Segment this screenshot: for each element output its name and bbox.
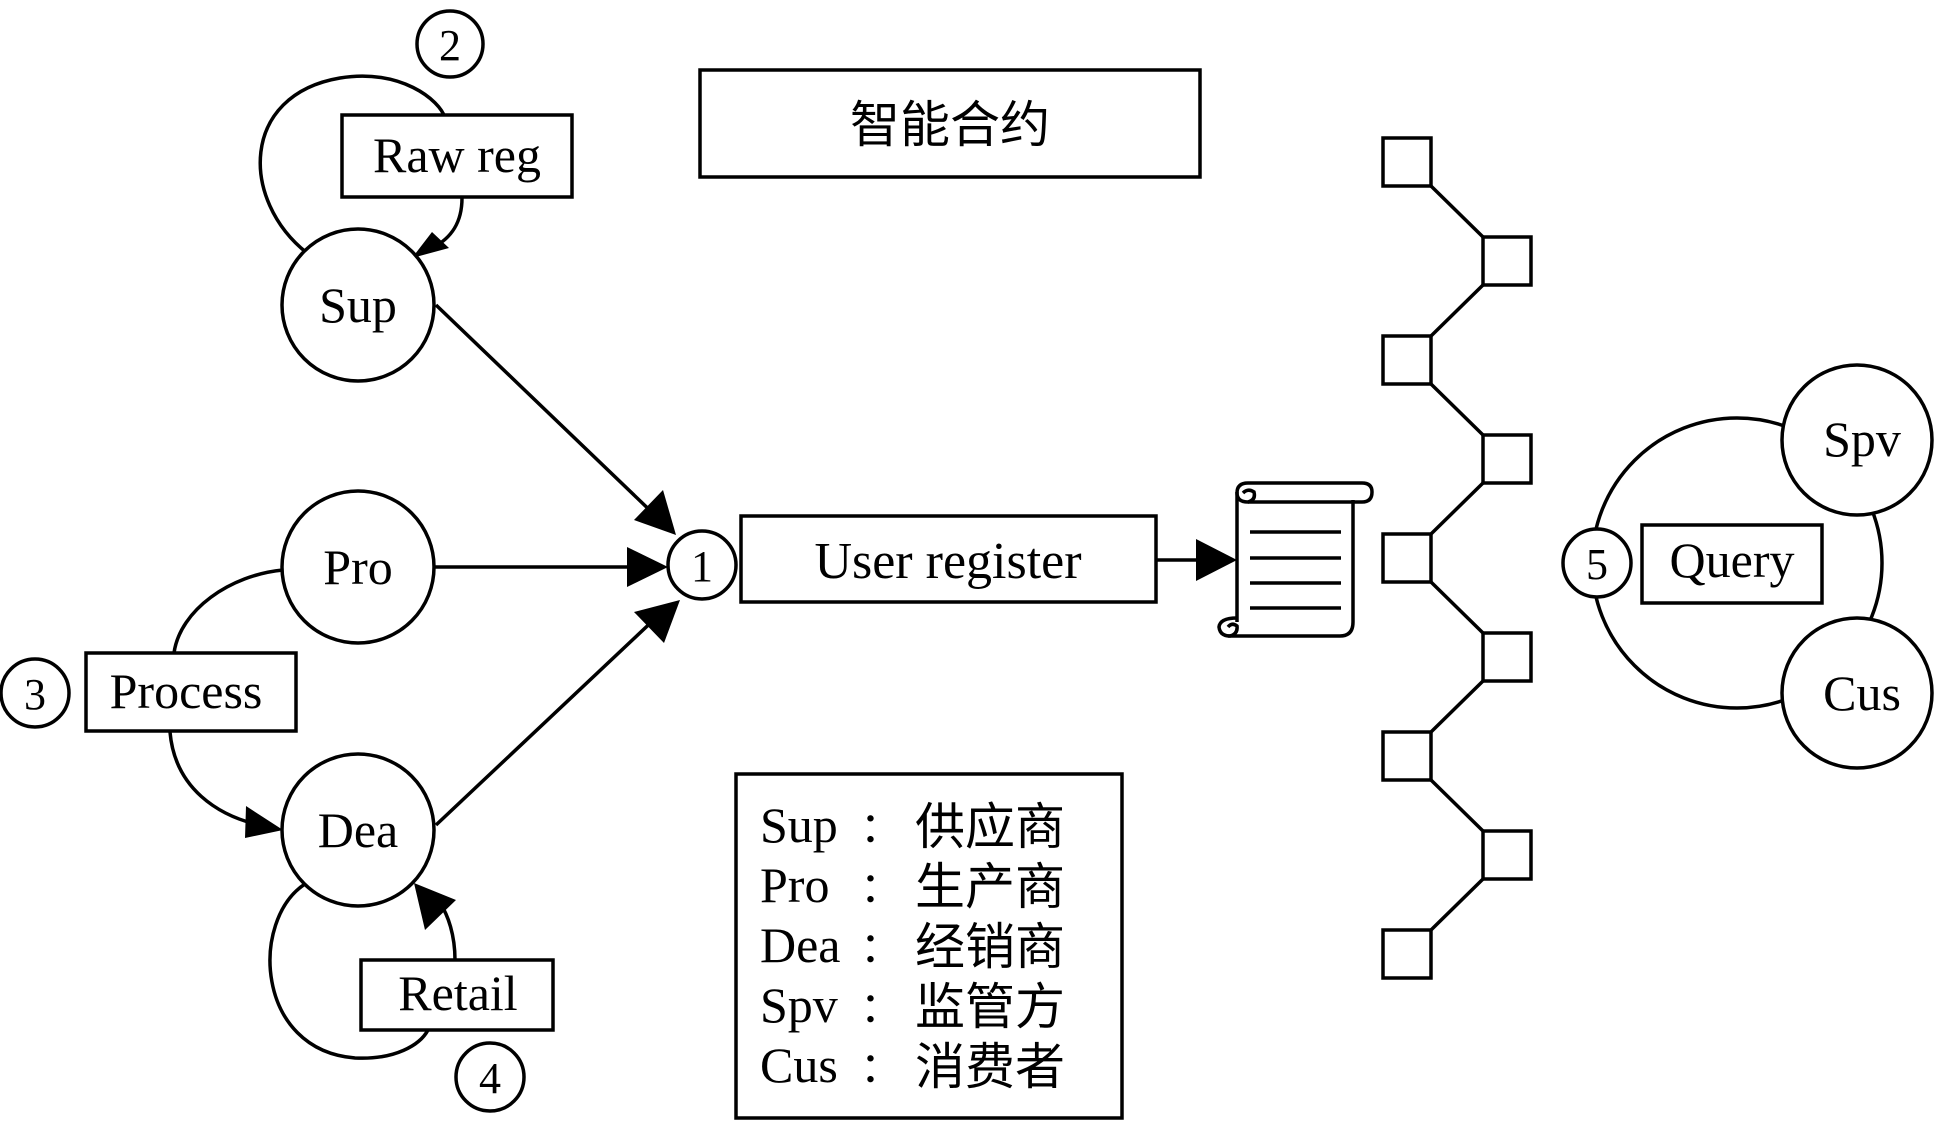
legend-abbr: Cus — [760, 1037, 838, 1093]
pro-to-register-arrowhead — [627, 547, 668, 587]
legend-meaning: 生产商 — [915, 858, 1065, 916]
step-3-marker — [0, 657, 71, 729]
process-arc-lower — [168, 731, 256, 826]
legend-abbr: Sup — [760, 797, 838, 853]
sup-node — [280, 227, 436, 383]
legend-row: Cus ： 消费者 — [760, 1037, 1065, 1096]
query-label: Query — [1670, 532, 1795, 588]
legend-row: Spv ： 监管方 — [760, 977, 1065, 1036]
process-label: Process — [110, 663, 263, 719]
chain-block — [1381, 928, 1433, 980]
spv-node — [1780, 363, 1934, 517]
step-4-label: 4 — [479, 1054, 501, 1103]
legend-meaning: 监管方 — [915, 978, 1065, 1036]
chain-link — [1429, 382, 1485, 437]
step-5-marker — [1561, 527, 1633, 599]
legend-separator: ： — [860, 1043, 902, 1092]
user-register-label: User register — [814, 533, 1081, 590]
step-1-label: 1 — [691, 542, 713, 591]
legend-abbr: Pro — [760, 857, 829, 913]
legend-box — [734, 772, 1124, 1120]
chain-block — [1481, 433, 1533, 485]
sup-label: Sup — [319, 277, 397, 333]
legend-separator: ： — [860, 863, 902, 912]
actor-pro: Pro — [280, 489, 436, 645]
raw-reg-label: Raw reg — [373, 127, 541, 183]
chain-link — [1429, 283, 1485, 338]
register-arrows — [434, 303, 680, 827]
legend-separator: ： — [860, 803, 902, 852]
dea-label: Dea — [318, 802, 399, 858]
cus-label: Cus — [1823, 665, 1901, 721]
retail-label: Retail — [398, 965, 517, 1021]
chain-link — [1429, 679, 1485, 734]
title-text: 智能合约 — [850, 96, 1050, 154]
retail-loop-arc-lower — [268, 882, 430, 1060]
chain-block — [1481, 235, 1533, 287]
scroll-document-icon — [1217, 481, 1374, 638]
chain-block — [1381, 730, 1433, 782]
legend-abbr: Dea — [760, 917, 841, 973]
legend-separator: ： — [860, 923, 902, 972]
register-to-contract-arrowhead — [1196, 539, 1237, 581]
step-4-marker — [454, 1041, 526, 1113]
legend-meaning: 经销商 — [915, 918, 1065, 976]
legend-abbr: Spv — [760, 977, 838, 1033]
scroll-top-roll — [1248, 481, 1374, 504]
dea-node — [280, 752, 436, 908]
retail-loop: Retail 4 — [268, 882, 555, 1113]
retail-arrowhead — [414, 883, 456, 930]
step-5-label: 5 — [1586, 540, 1608, 589]
raw-reg-loop-arc-upper — [258, 74, 447, 255]
chain-block — [1381, 136, 1433, 188]
sup-to-register-line — [434, 303, 662, 522]
chain-link — [1429, 184, 1485, 239]
pro-label: Pro — [323, 539, 392, 595]
legend-row: Pro ： 生产商 — [760, 857, 1065, 916]
chain-block — [1381, 532, 1433, 584]
actor-dea: Dea — [280, 752, 436, 908]
chain-link — [1429, 580, 1485, 635]
actor-sup: Sup — [280, 227, 436, 383]
cus-node — [1780, 616, 1934, 770]
raw-reg-loop: Raw reg 2 — [258, 9, 574, 258]
spv-label: Spv — [1823, 411, 1901, 467]
legend-row: Dea ： 经销商 — [760, 917, 1065, 976]
chain-block — [1481, 631, 1533, 683]
process-arc-upper — [172, 568, 284, 654]
blockchain-icon — [1381, 136, 1533, 980]
step-1-marker — [666, 529, 738, 601]
chain-block — [1481, 829, 1533, 881]
legend-separator: ： — [860, 983, 902, 1032]
raw-reg-arrowhead — [412, 232, 449, 258]
title-box: 智能合约 — [698, 68, 1202, 179]
sup-to-register-arrowhead — [634, 490, 676, 535]
step-2-marker — [415, 9, 485, 79]
legend: Sup ： 供应商 Pro ： 生产商 Dea ： 经销商 Spv ： 监管方 Cus ： 消费者 — [734, 772, 1124, 1120]
process-loop: 3 Process — [0, 568, 298, 838]
scroll-bottom-curl — [1217, 616, 1239, 638]
raw-reg-box — [340, 113, 574, 199]
scroll-top-curl — [1235, 481, 1257, 504]
dea-to-register-line — [434, 612, 662, 827]
retail-box — [359, 958, 555, 1032]
chain-block — [1381, 334, 1433, 386]
user-register-box — [739, 514, 1158, 604]
chain-link — [1429, 778, 1485, 833]
user-register-step: 1 User register — [666, 514, 1237, 604]
dea-to-register-arrowhead — [634, 600, 680, 643]
step-2-label: 2 — [439, 21, 461, 70]
step-3-label: 3 — [24, 670, 46, 719]
legend-meaning: 供应商 — [915, 798, 1065, 856]
query-box — [1640, 523, 1824, 605]
process-arrowhead — [245, 806, 283, 838]
legend-meaning: 消费者 — [915, 1038, 1065, 1096]
scroll-right-edge — [1228, 500, 1355, 638]
chain-link — [1429, 877, 1485, 932]
query-cluster: Spv Cus 5 Query — [1561, 363, 1934, 770]
chain-link — [1429, 481, 1485, 536]
legend-row: Sup ： 供应商 — [760, 797, 1065, 856]
process-box — [84, 651, 298, 733]
